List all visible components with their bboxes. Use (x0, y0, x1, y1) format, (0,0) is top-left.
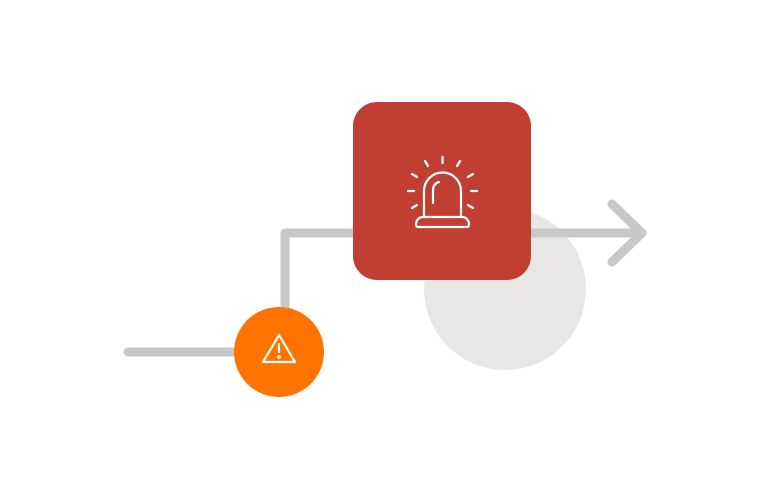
alert-box (353, 102, 531, 280)
warning-triangle-icon (261, 333, 297, 364)
warning-circle (234, 307, 324, 397)
arrow-right-icon (607, 199, 647, 267)
siren-icon (406, 155, 479, 229)
